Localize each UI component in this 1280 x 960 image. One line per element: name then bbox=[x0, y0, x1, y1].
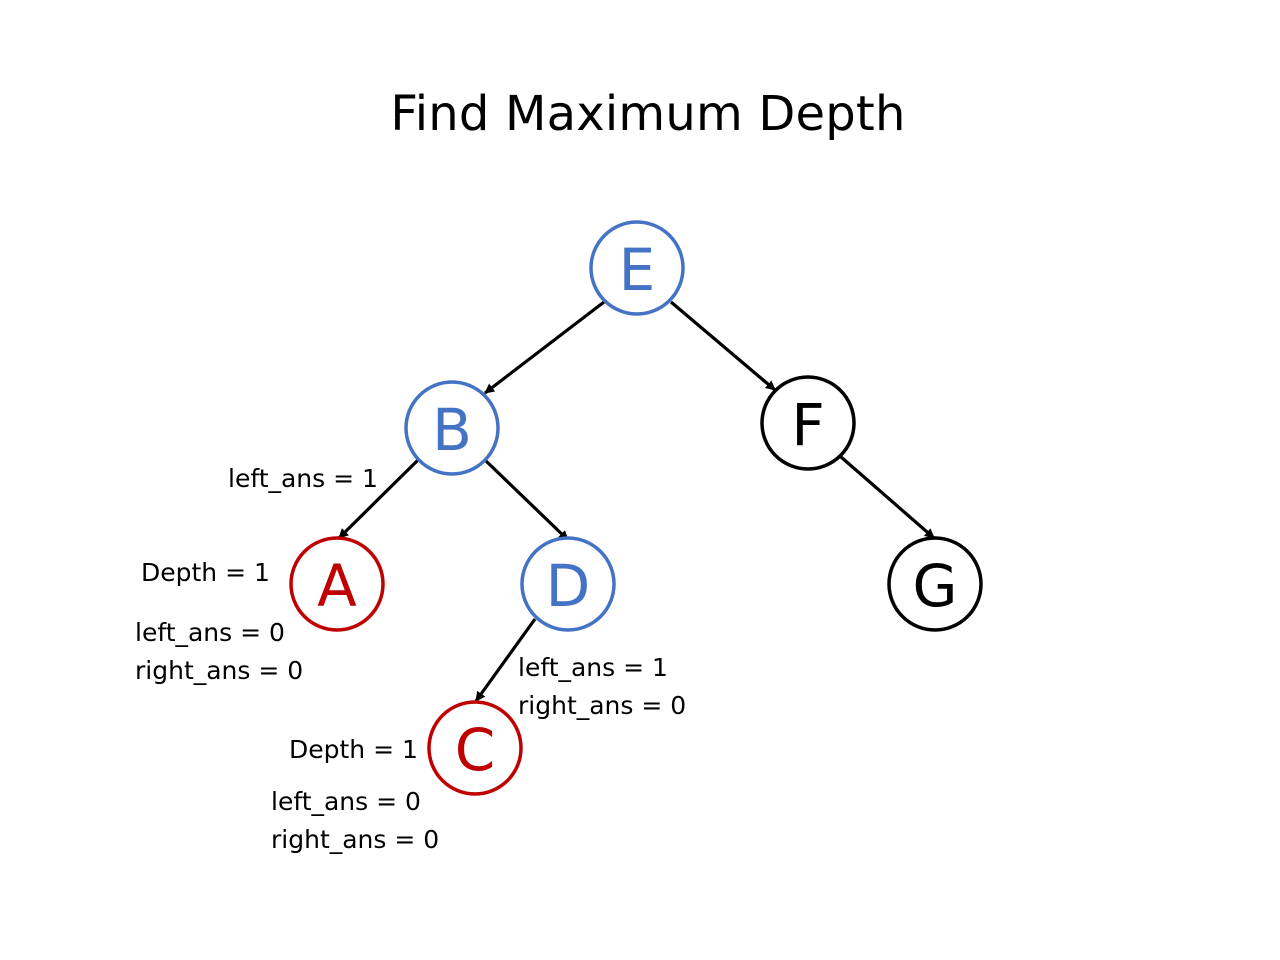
edge-d-c bbox=[474, 618, 537, 702]
edge-f-g bbox=[839, 455, 936, 540]
edge-e-f bbox=[669, 300, 777, 392]
node-f: F bbox=[760, 375, 856, 471]
annotation-a-depth: Depth = 1 bbox=[141, 558, 270, 587]
node-a: A bbox=[289, 536, 385, 632]
node-g-label: G bbox=[913, 552, 958, 620]
node-e-label: E bbox=[619, 236, 656, 304]
node-b-label: B bbox=[432, 396, 472, 464]
annotation-b-left-ans: left_ans = 1 bbox=[228, 464, 378, 493]
node-c: C bbox=[427, 700, 523, 796]
annotation-a-left-ans: left_ans = 0 bbox=[135, 618, 285, 647]
annotation-a-right-ans: right_ans = 0 bbox=[135, 656, 303, 685]
node-d-label: D bbox=[546, 552, 591, 620]
annotation-c-left-ans: left_ans = 0 bbox=[271, 787, 421, 816]
annotation-d-right-ans: right_ans = 0 bbox=[518, 691, 686, 720]
node-g: G bbox=[887, 536, 983, 632]
annotation-c-right-ans: right_ans = 0 bbox=[271, 825, 439, 854]
annotation-d-left-ans: left_ans = 1 bbox=[518, 653, 668, 682]
node-d: D bbox=[520, 536, 616, 632]
node-a-label: A bbox=[317, 552, 357, 620]
edge-e-b bbox=[484, 300, 605, 395]
edge-b-d bbox=[483, 458, 570, 542]
node-e: E bbox=[589, 220, 685, 316]
node-c-label: C bbox=[455, 716, 496, 784]
annotation-c-depth: Depth = 1 bbox=[289, 735, 418, 764]
edge-b-a bbox=[337, 458, 420, 540]
node-f-label: F bbox=[791, 391, 824, 459]
diagram-title: Find Maximum Depth bbox=[390, 86, 906, 142]
node-b: B bbox=[404, 380, 500, 476]
